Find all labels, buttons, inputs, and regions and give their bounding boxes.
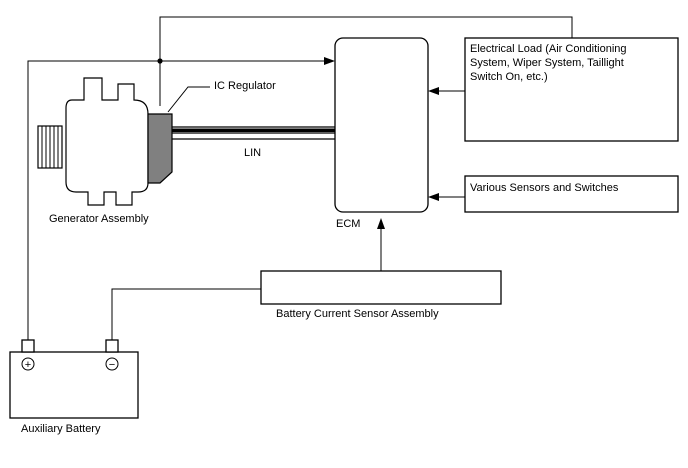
positive-terminal-label: +	[25, 359, 31, 371]
various-sensors-box	[464, 175, 679, 213]
battery-negative-post	[105, 339, 119, 353]
ecm-box	[334, 37, 429, 213]
electrical-load-label-line2: System, Wiper System, Taillight	[470, 57, 624, 69]
arrow-sensors-to-ecm	[428, 193, 439, 201]
arrow-into-ecm-power	[324, 57, 335, 65]
lin-label: LIN	[244, 147, 261, 159]
generator-housing	[65, 77, 149, 206]
electrical-load-label-line3: Switch On, etc.)	[470, 71, 548, 83]
ic-regulator-label: IC Regulator	[214, 80, 276, 92]
negative-terminal-symbol	[105, 357, 119, 371]
wire-battery-negative-to-sensor	[111, 288, 261, 340]
electrical-load-box	[464, 37, 679, 142]
wire-battery-positive-to-ecm	[27, 60, 325, 340]
battery-current-sensor-box	[260, 270, 502, 305]
battery-positive-post	[21, 339, 35, 353]
pulley-grooves	[41, 126, 59, 168]
generator-assembly-label: Generator Assembly	[49, 213, 149, 225]
various-sensors-label: Various Sensors and Switches	[470, 182, 619, 194]
arrow-current-sensor-to-ecm	[377, 218, 385, 229]
arrow-electrical-load-to-ecm	[428, 87, 439, 95]
lin-bus	[172, 126, 335, 140]
ecm-label: ECM	[336, 218, 360, 230]
positive-terminal-symbol	[21, 357, 35, 371]
electrical-load-label-line1: Electrical Load (Air Conditioning	[470, 43, 627, 55]
junction-dot	[157, 58, 163, 64]
ic-regulator	[147, 113, 173, 184]
battery-current-sensor-label: Battery Current Sensor Assembly	[276, 308, 439, 320]
generator-assembly	[37, 77, 149, 206]
auxiliary-battery: + −	[9, 339, 139, 419]
negative-terminal-label: −	[109, 359, 115, 371]
ic-regulator-leader	[167, 86, 210, 113]
auxiliary-battery-label: Auxiliary Battery	[21, 423, 101, 435]
